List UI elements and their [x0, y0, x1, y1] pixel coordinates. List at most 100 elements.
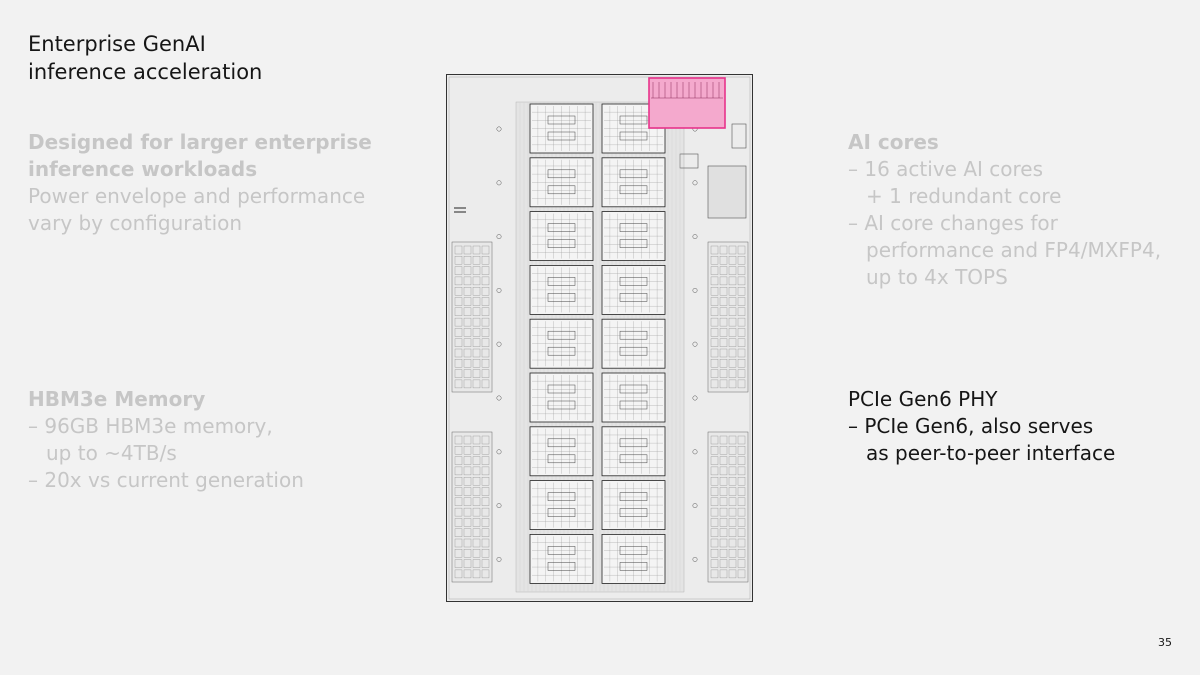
- hbm-item-1-line-2: up to ~4TB/s: [46, 441, 177, 465]
- core-unit: [547, 438, 576, 448]
- hbm-cell: [472, 287, 481, 296]
- ring-stop: [496, 503, 502, 509]
- ai-core: [601, 264, 666, 315]
- ai-core: [529, 264, 594, 315]
- pcie-item-1-line-1: – PCIe Gen6, also serves: [848, 414, 1094, 438]
- hbm-cell: [481, 256, 490, 265]
- hbm-cell: [463, 276, 472, 286]
- hbm-cell: [719, 256, 728, 265]
- hbm-cell: [728, 338, 737, 347]
- hbm-cell: [463, 338, 472, 347]
- hbm-cell: [719, 379, 728, 389]
- hbm-cell: [737, 297, 746, 306]
- hbm-phy-outline: [451, 431, 493, 583]
- hbm-cell: [472, 487, 481, 496]
- hbm-cell: [472, 518, 481, 527]
- hbm-cell: [719, 477, 728, 486]
- hbm-cell: [737, 456, 746, 465]
- hbm-item-1-line-1: – 96GB HBM3e memory,: [28, 414, 273, 438]
- hbm-cell: [710, 559, 719, 568]
- hbm-section: HBM3e Memory – 96GB HBM3e memory, up to …: [28, 386, 304, 494]
- hbm-cell: [481, 569, 490, 579]
- hbm-cell: [737, 369, 746, 378]
- hbm-cell: [719, 317, 728, 327]
- hbm-cell: [454, 276, 463, 286]
- hbm-cell: [728, 317, 737, 327]
- hbm-cell: [737, 477, 746, 486]
- hbm-cell: [454, 307, 463, 316]
- core-unit: [547, 223, 576, 232]
- slide-title: Enterprise GenAI inference acceleration: [28, 30, 262, 86]
- core-unit: [547, 384, 576, 394]
- hbm-cell: [737, 528, 746, 537]
- hbm-cell: [710, 446, 719, 455]
- hbm-cell: [454, 359, 463, 368]
- hbm-cell: [481, 369, 490, 378]
- hbm-cell: [472, 528, 481, 537]
- hbm-phy-outline: [451, 241, 493, 393]
- core-unit: [547, 131, 576, 141]
- hbm-cell: [719, 287, 728, 296]
- chip-die-diagram: [446, 74, 753, 602]
- core-unit: [547, 115, 576, 125]
- hbm-cell: [454, 266, 463, 275]
- hbm-cell: [454, 297, 463, 306]
- hbm-cell: [472, 379, 481, 389]
- hbm-cell: [737, 266, 746, 275]
- core-unit: [547, 185, 576, 195]
- hbm-cell: [728, 266, 737, 275]
- hbm-cell: [728, 287, 737, 296]
- hbm-cell: [463, 446, 472, 455]
- hbm-cell: [719, 245, 728, 255]
- hbm-cell: [481, 266, 490, 275]
- ai-core: [529, 480, 594, 531]
- hbm-cell: [463, 307, 472, 316]
- hbm-cell: [737, 317, 746, 327]
- ring-stop: [692, 287, 698, 293]
- pcie-phy-block: [648, 77, 726, 129]
- ring-stop: [496, 126, 502, 132]
- hbm-cell: [463, 435, 472, 445]
- hbm-cell: [728, 307, 737, 316]
- core-unit: [619, 454, 648, 464]
- core-unit: [547, 239, 576, 248]
- ring-stop: [496, 234, 502, 240]
- hbm-cell: [481, 245, 490, 255]
- hbm-cell: [737, 569, 746, 579]
- hbm-cell: [737, 338, 746, 347]
- hbm-cell: [737, 559, 746, 568]
- hbm-cell: [472, 328, 481, 337]
- ai-cores-item-2-line-1: – AI core changes for: [848, 211, 1058, 235]
- hbm-cell: [728, 446, 737, 455]
- hbm-cell: [454, 487, 463, 496]
- hbm-cell: [728, 559, 737, 568]
- hbm-cell: [710, 328, 719, 337]
- hbm-cell: [472, 266, 481, 275]
- hbm-cell: [481, 297, 490, 306]
- hbm-cell: [737, 287, 746, 296]
- hbm-cell: [472, 538, 481, 548]
- hbm-cell: [454, 559, 463, 568]
- hbm-cell: [737, 348, 746, 358]
- workloads-heading-2: inference workloads: [28, 157, 258, 181]
- hbm-phy-outline: [707, 241, 749, 393]
- ring-stop: [692, 341, 698, 347]
- hbm-cell: [481, 456, 490, 465]
- ai-cores-item-1-line-1: – 16 active AI cores: [848, 157, 1043, 181]
- hbm-cell: [728, 359, 737, 368]
- hbm-cell: [472, 297, 481, 306]
- hbm-cell: [463, 245, 472, 255]
- hbm-cell: [472, 307, 481, 316]
- ring-stop: [496, 180, 502, 186]
- hbm-cell: [472, 559, 481, 568]
- hbm-cell: [719, 569, 728, 579]
- ring-stop: [692, 503, 698, 509]
- hbm-cell: [710, 276, 719, 286]
- hbm-cell: [710, 245, 719, 255]
- hbm-cell: [728, 549, 737, 558]
- hbm-cell: [472, 276, 481, 286]
- core-unit: [619, 277, 648, 286]
- title-line-1: Enterprise GenAI: [28, 32, 206, 56]
- hbm-cell: [728, 507, 737, 517]
- hbm-cell: [719, 338, 728, 347]
